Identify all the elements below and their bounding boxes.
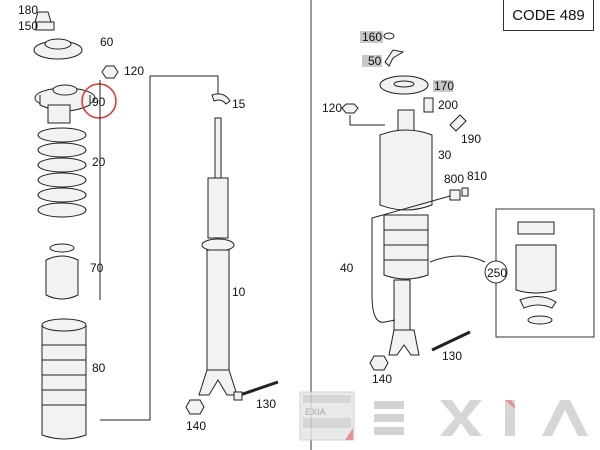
part-70-bump-stop[interactable] <box>45 243 79 300</box>
part-160-washer[interactable] <box>383 32 395 40</box>
label-180: 180 <box>18 3 38 17</box>
highlight-circle <box>81 83 117 119</box>
part-190-fitting[interactable] <box>449 114 467 132</box>
label-80: 80 <box>92 361 106 375</box>
label-130-right: 130 <box>442 349 462 363</box>
label-20: 20 <box>92 155 106 169</box>
label-250: 250 <box>487 266 507 280</box>
part-30-air-strut[interactable] <box>379 109 433 356</box>
label-10: 10 <box>232 285 246 299</box>
label-810: 810 <box>467 169 487 183</box>
label-50: 50 <box>368 54 382 68</box>
part-10-shock-absorber[interactable] <box>198 117 238 396</box>
part-80-dust-boot[interactable] <box>41 318 87 440</box>
part-200-valve[interactable] <box>423 97 434 113</box>
label-120-right: 120 <box>322 101 342 115</box>
logo-small-text: EXIA <box>305 407 326 417</box>
part-15-clip[interactable] <box>211 93 231 105</box>
part-800-connector[interactable] <box>449 189 461 201</box>
part-40-line[interactable] <box>371 195 451 323</box>
part-60-mount[interactable] <box>33 38 83 60</box>
label-120: 120 <box>124 64 144 78</box>
part-130-bolt-left[interactable] <box>233 380 279 401</box>
label-160: 160 <box>362 30 382 44</box>
part-810-cap[interactable] <box>461 187 469 197</box>
label-130: 130 <box>256 397 276 411</box>
part-90-top-mount[interactable] <box>34 84 96 124</box>
part-140-nut-left[interactable] <box>185 399 205 415</box>
part-140-nut-right[interactable] <box>369 355 389 371</box>
part-130-bolt-right[interactable] <box>431 330 471 352</box>
part-170-plate[interactable] <box>379 75 429 95</box>
part-150-bump[interactable] <box>35 21 55 31</box>
exia-logo-watermark: EXIA <box>299 391 588 441</box>
label-800: 800 <box>444 172 464 186</box>
label-140: 140 <box>186 419 206 433</box>
label-30: 30 <box>438 148 452 162</box>
label-40: 40 <box>340 261 354 275</box>
label-150: 150 <box>18 19 38 33</box>
code-label: CODE 489 <box>503 0 594 31</box>
label-90: 90 <box>92 95 106 109</box>
label-170: 170 <box>434 79 454 93</box>
label-190: 190 <box>461 132 481 146</box>
label-70: 70 <box>90 261 104 275</box>
part-20-coil-spring[interactable] <box>37 127 87 218</box>
part-120-nut-right[interactable] <box>341 103 359 114</box>
label-60: 60 <box>100 35 114 49</box>
part-250-kit[interactable] <box>515 221 557 325</box>
label-140-right: 140 <box>372 372 392 386</box>
part-120-nut[interactable] <box>101 65 119 79</box>
label-15: 15 <box>232 97 246 111</box>
part-50-bracket[interactable] <box>384 49 405 67</box>
label-200: 200 <box>438 98 458 112</box>
